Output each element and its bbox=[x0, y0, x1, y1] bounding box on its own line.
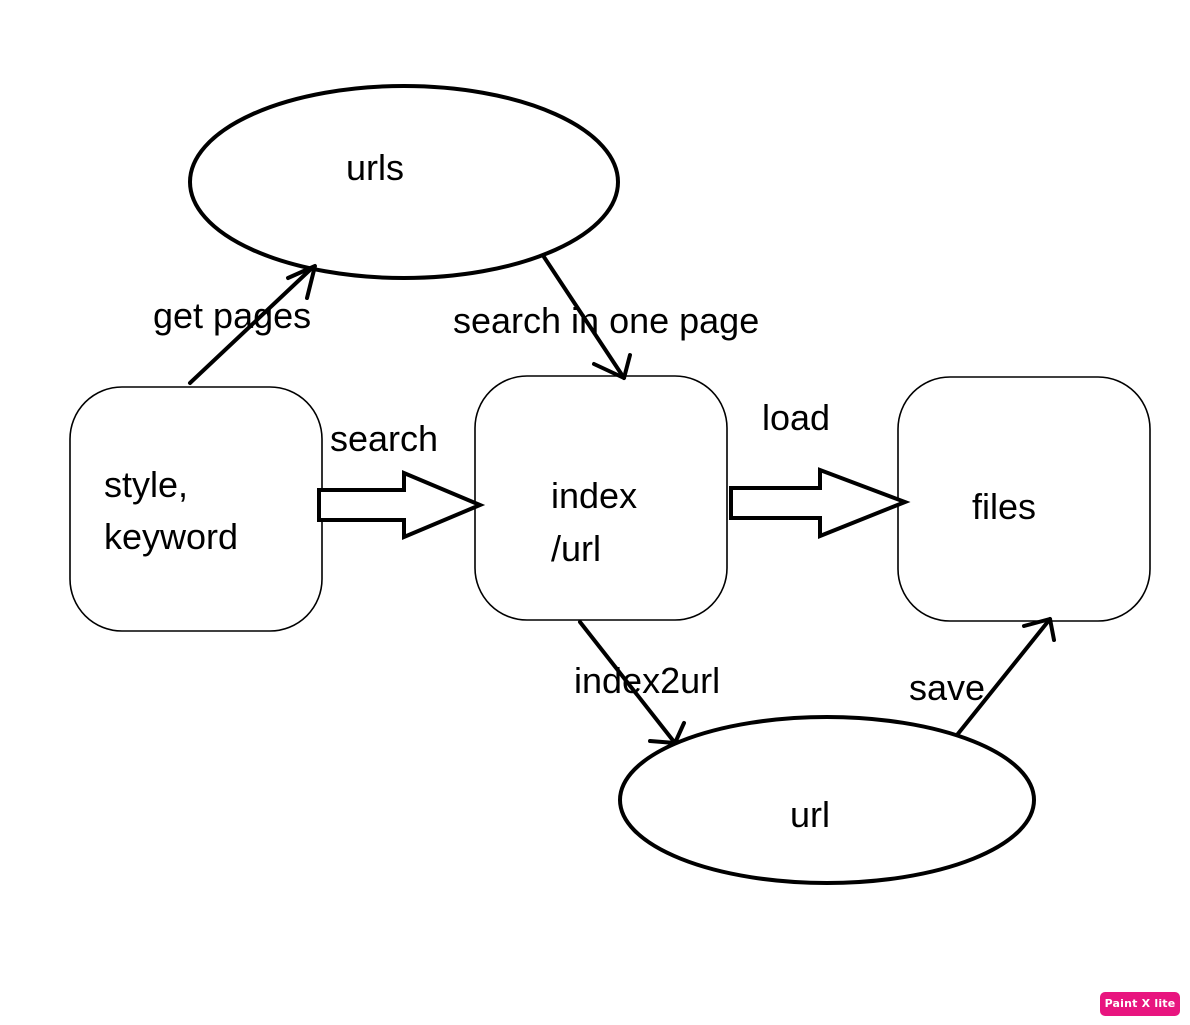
index2url-arrow bbox=[578, 620, 686, 745]
get-pages-label: get pages bbox=[153, 295, 311, 336]
url-label: url bbox=[790, 794, 830, 835]
search-label: search bbox=[330, 418, 438, 459]
files-label: files bbox=[972, 486, 1036, 527]
index-url-label-line2: /url bbox=[551, 528, 601, 569]
load-label: load bbox=[762, 397, 830, 438]
urls-node bbox=[188, 84, 620, 280]
style-keyword-node bbox=[69, 386, 323, 632]
save-arrow bbox=[955, 617, 1056, 737]
load-block-arrow bbox=[729, 467, 911, 539]
style-keyword-label-line2: keyword bbox=[104, 516, 238, 557]
index2url-label: index2url bbox=[574, 660, 720, 701]
save-label: save bbox=[909, 667, 985, 708]
search-in-one-page-arrow bbox=[542, 255, 632, 380]
paint-x-lite-watermark: Paint X lite bbox=[1100, 992, 1180, 1016]
search-in-one-page-label: search in one page bbox=[453, 300, 759, 341]
urls-label: urls bbox=[346, 147, 404, 188]
index-url-label-line1: index bbox=[551, 475, 637, 516]
get-pages-arrow bbox=[188, 264, 317, 385]
url-node bbox=[618, 715, 1036, 885]
index-url-node bbox=[474, 375, 728, 621]
style-keyword-label-line1: style, bbox=[104, 464, 188, 505]
search-block-arrow bbox=[317, 469, 486, 541]
